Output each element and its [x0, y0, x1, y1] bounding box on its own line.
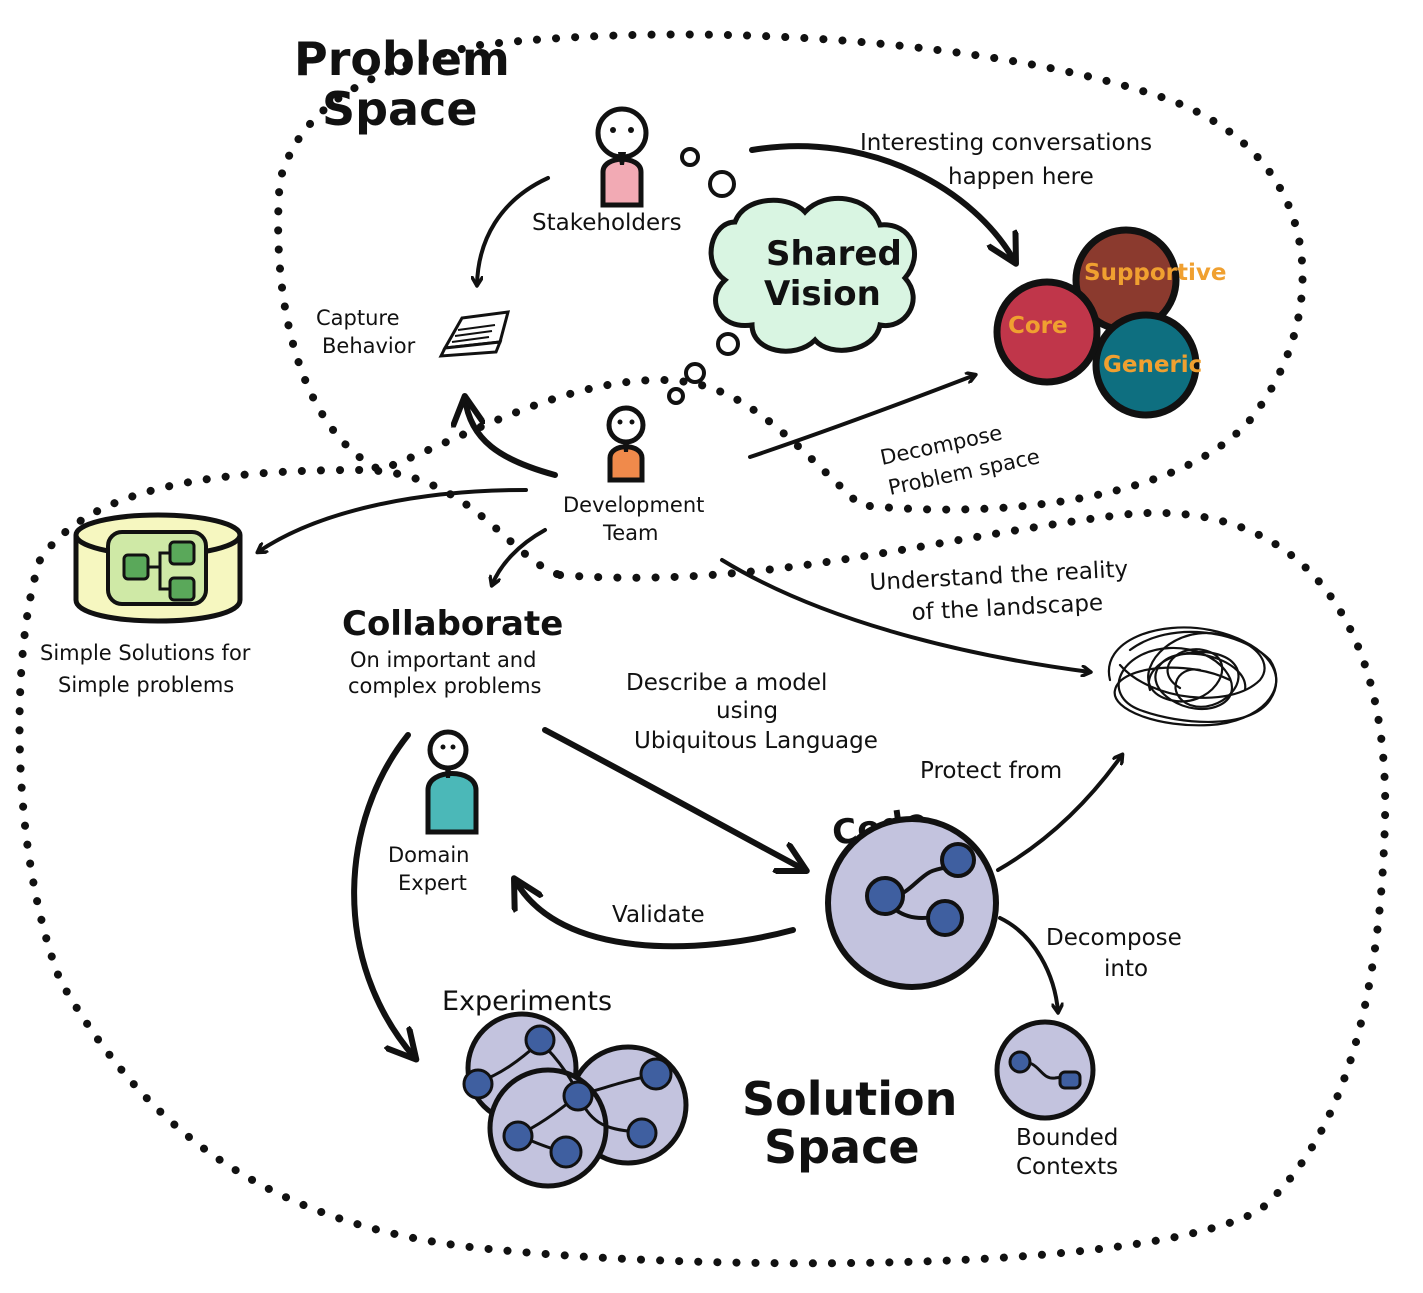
stakeholders-person-icon [595, 106, 649, 208]
bounded-contexts-label: Bounded [1016, 1125, 1118, 1151]
supportive-label: Supportive [1084, 260, 1226, 286]
capture-behavior-label-line2: Behavior [322, 334, 416, 358]
describe-model-label: Describe a model [626, 670, 827, 696]
arrow-code-to-landscape [996, 755, 1122, 872]
arrow-collaborate-to-code [542, 727, 805, 870]
simple-module-icon [73, 512, 243, 624]
conversations-label-line2: happen here [948, 164, 1094, 190]
describe-model-label-line2: using [716, 698, 778, 724]
experiments-cluster-icon [462, 1011, 689, 1189]
subdomains [993, 226, 1200, 419]
arrow-dev-to-subdomains [748, 375, 975, 459]
problem-space-title: Problem [294, 32, 510, 86]
arrow-dev-to-capture [465, 398, 558, 478]
bounded-context-icon [994, 1019, 1096, 1121]
validate-label: Validate [612, 902, 705, 928]
problem-space-boundary [274, 30, 1307, 514]
arrow-dev-to-simple-solutions [258, 488, 528, 552]
arrow-dev-to-collaborate [492, 528, 547, 585]
solution-space-title-line2: Space [764, 1120, 920, 1174]
arrow-stakeholders-to-subdomains [749, 143, 1015, 262]
domain-expert-label: Domain [388, 843, 470, 867]
simple-solutions-label-line2: Simple problems [58, 673, 234, 697]
tangled-landscape-icon [1107, 626, 1278, 727]
code-model-icon [825, 816, 999, 990]
notes-stack-icon [438, 310, 511, 358]
generic-subdomain [1092, 311, 1200, 419]
solution-space-title: Solution [742, 1072, 957, 1126]
describe-model-label-line3: Ubiquitous Language [634, 728, 878, 754]
arrow-collaborate-to-experiments [351, 732, 415, 1058]
problem-space-title-line2: Space [322, 82, 478, 136]
core-label: Core [1008, 313, 1068, 339]
understand-reality-label-line2: of the landscape [911, 590, 1104, 626]
shared-vision-label: Shared [766, 234, 902, 274]
arrow-dev-to-landscape [720, 558, 1090, 672]
arrow-code-to-domain-expert [515, 880, 796, 950]
stakeholders-label: Stakeholders [532, 210, 682, 236]
development-team-label: Development [563, 493, 704, 517]
shared-vision-label-line2: Vision [764, 274, 881, 314]
shared-vision-cloud [708, 196, 917, 354]
collaborate-label-line2: complex problems [348, 674, 542, 698]
capture-behavior-label: Capture [316, 306, 400, 330]
arrow-stakeholders-to-capture [477, 176, 550, 285]
collaborate-title: Collaborate [342, 604, 563, 644]
development-team-label-line2: Team [602, 521, 659, 545]
decompose-into-label: Decompose [1046, 925, 1182, 951]
bounded-contexts-label-line2: Contexts [1016, 1154, 1118, 1180]
protect-from-label: Protect from [920, 758, 1062, 784]
conversations-label: Interesting conversations [860, 130, 1152, 156]
collaborate-label: On important and [350, 648, 536, 672]
arrow-code-to-bounded-contexts [998, 916, 1058, 1012]
generic-label: Generic [1103, 352, 1202, 378]
thought-bubbles [667, 147, 740, 405]
core-subdomain [993, 278, 1101, 386]
development-team-person-icon [606, 405, 646, 483]
simple-solutions-label: Simple Solutions for [40, 641, 251, 665]
decompose-into-label-line2: into [1104, 956, 1148, 982]
domain-expert-person-icon [425, 729, 479, 835]
domain-expert-label-line2: Expert [398, 871, 467, 895]
